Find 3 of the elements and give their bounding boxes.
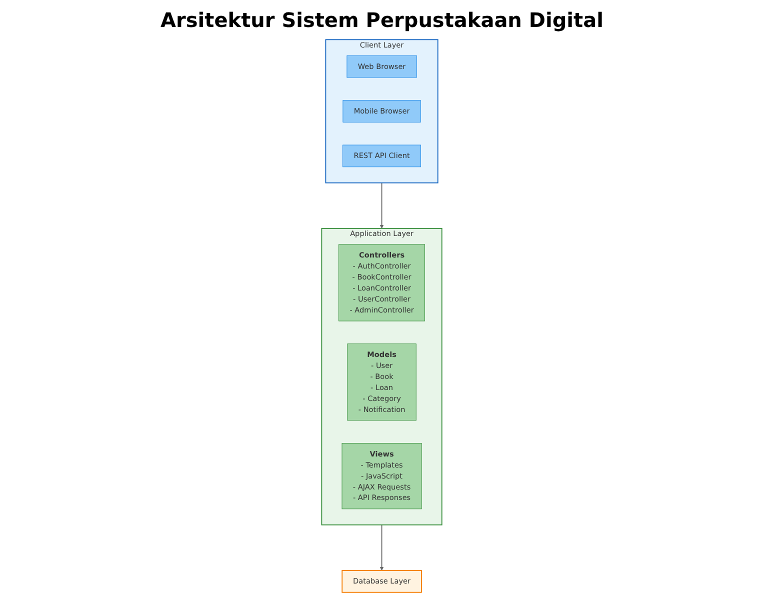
- arrow: [380, 524, 384, 571]
- arrow: [380, 182, 384, 229]
- diagram-title: Arsitektur Sistem Perpustakaan Digital: [160, 8, 604, 32]
